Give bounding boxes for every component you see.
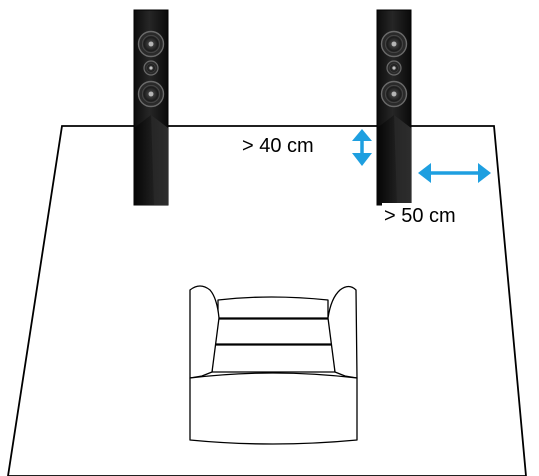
armchair-icon (189, 285, 358, 445)
double-arrow-vertical-icon (352, 129, 372, 166)
right-speaker-icon (376, 9, 412, 206)
left-speaker-icon (133, 9, 169, 206)
side-distance-label: > 50 cm (382, 203, 460, 232)
double-arrow-horizontal-icon (418, 163, 491, 183)
wall-distance-label: > 40 cm (242, 134, 314, 158)
